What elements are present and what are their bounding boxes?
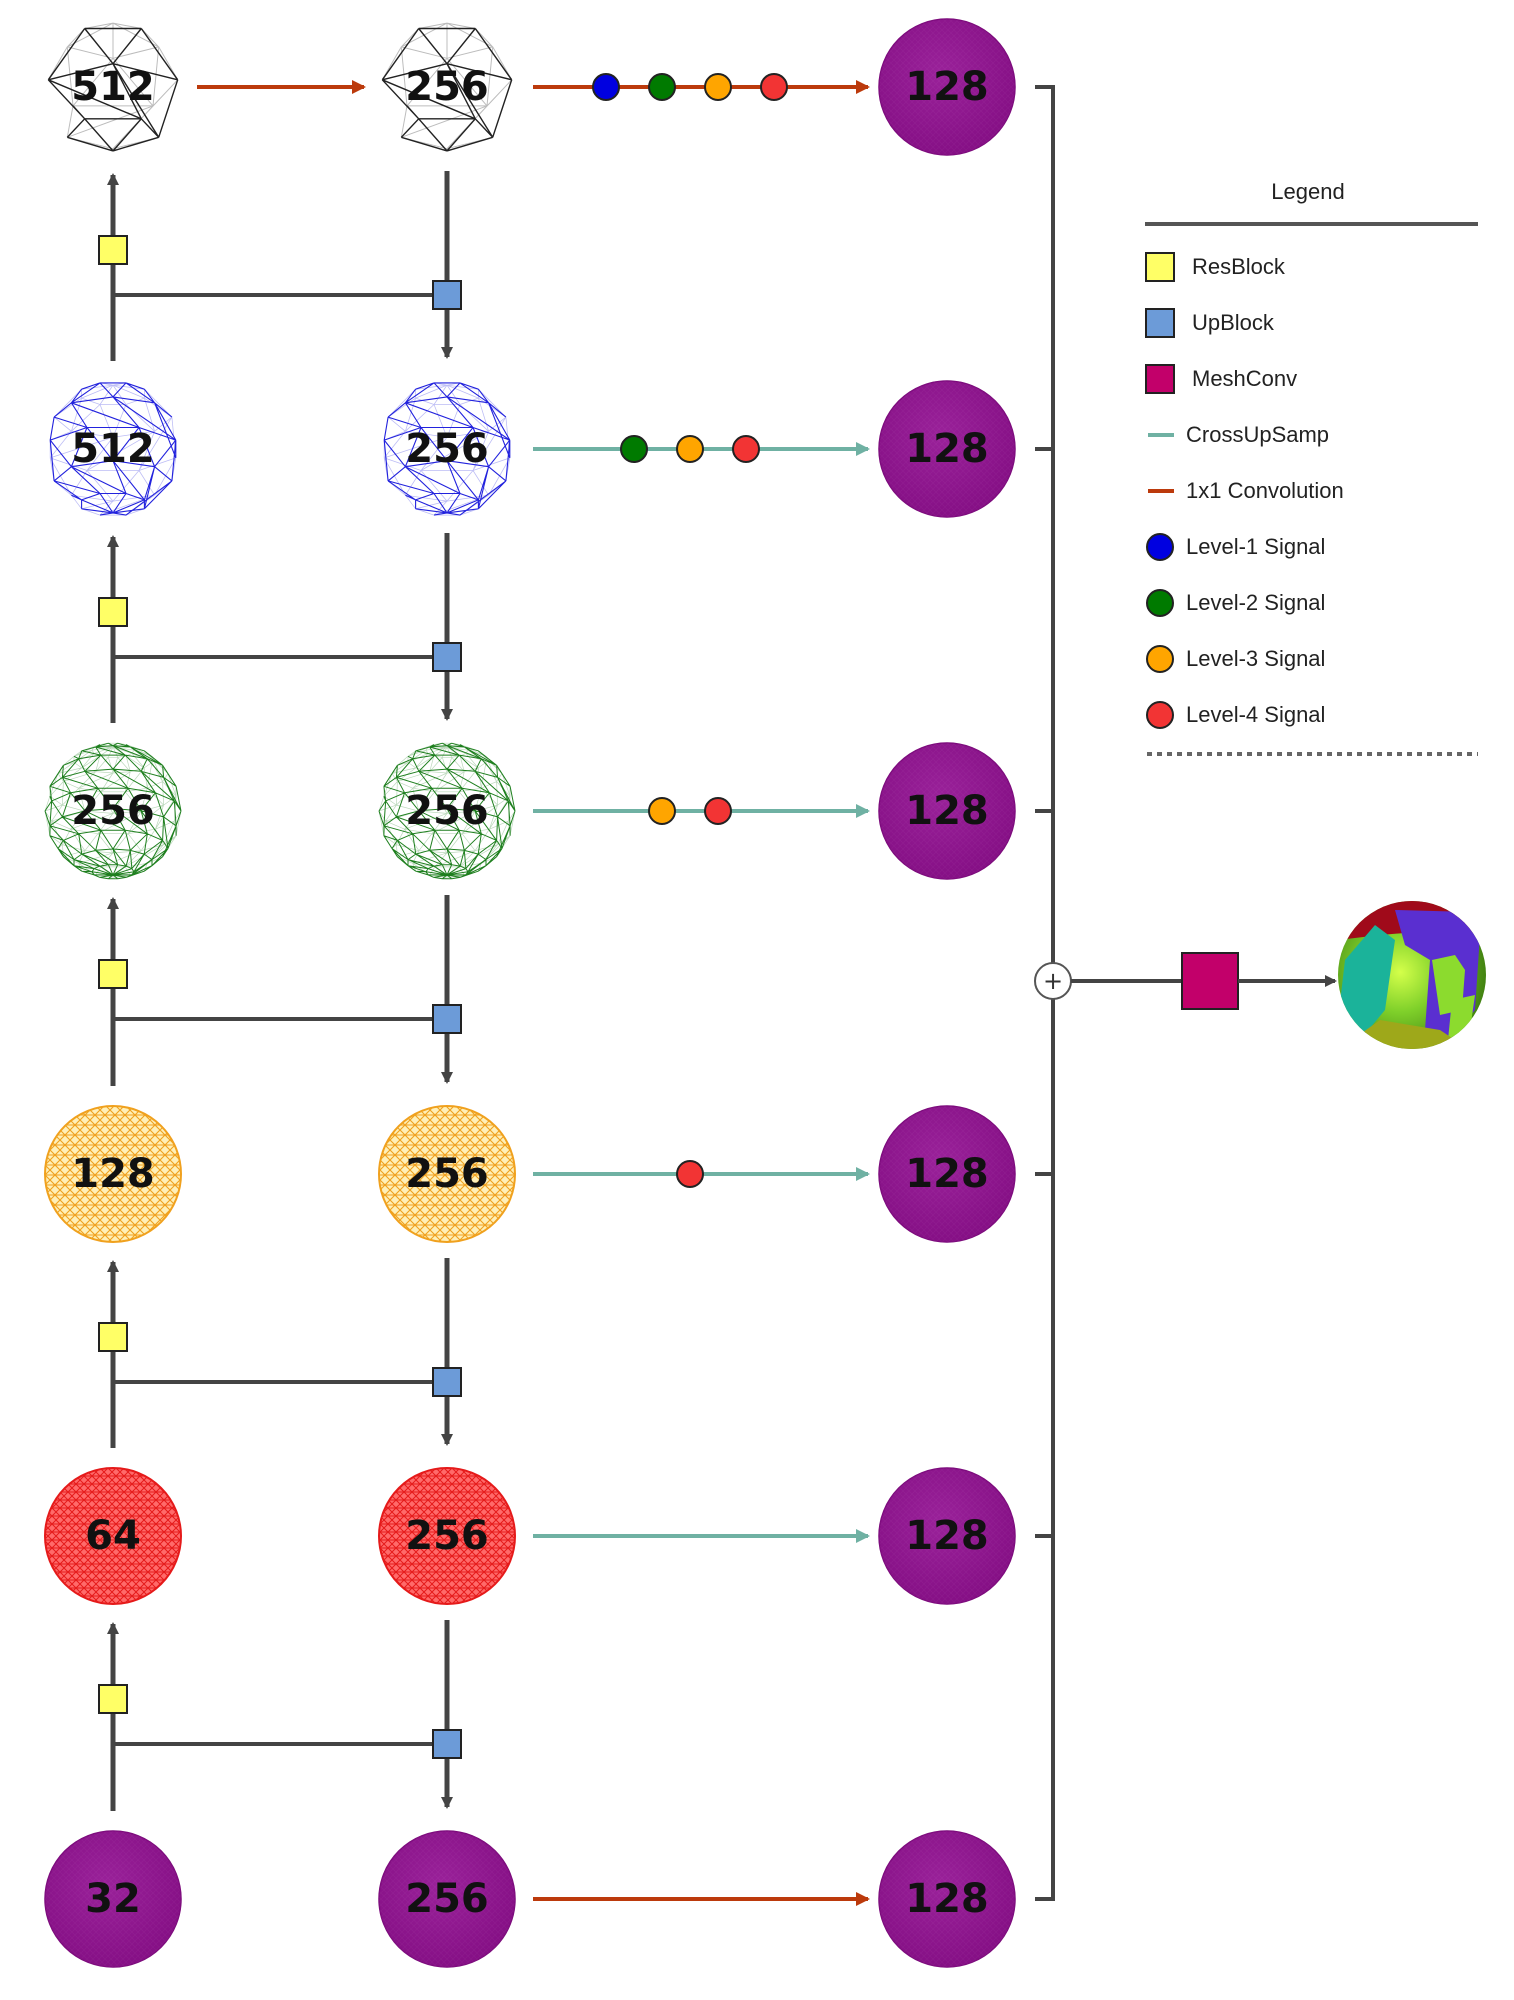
decoder-node-label: 256: [405, 1513, 489, 1559]
level-3-signal: [648, 797, 676, 825]
decoder-node: 256: [378, 1467, 516, 1605]
level-2-swatch: [1146, 589, 1174, 617]
decoder-node: 256: [378, 742, 516, 880]
legend-label: Level-4 Signal: [1186, 702, 1325, 727]
level-4-signal: [760, 73, 788, 101]
output-node-label: 128: [905, 426, 989, 472]
level-4-signal: [704, 797, 732, 825]
legend-item-conv1x1: 1x1 Convolution: [1148, 478, 1344, 503]
legend-label: MeshConv: [1192, 366, 1297, 391]
output-node: 128: [878, 380, 1016, 518]
encoder-node: 256: [44, 742, 182, 880]
legend-item-level-1: Level-1 Signal: [1146, 533, 1325, 561]
legend-label: UpBlock: [1192, 310, 1275, 335]
blocks: [98, 235, 462, 1759]
decoder-node-label: 256: [405, 1876, 489, 1922]
legend-label: Level-3 Signal: [1186, 646, 1325, 671]
legend-label: 1x1 Convolution: [1186, 478, 1344, 503]
legend-label: Level-2 Signal: [1186, 590, 1325, 615]
upblock-swatch: [1145, 308, 1175, 338]
level-2-signal: [648, 73, 676, 101]
level-1-swatch: [1146, 533, 1174, 561]
legend: Legend ResBlockUpBlockMeshConvCrossUpSam…: [1145, 179, 1478, 756]
level-4-swatch: [1146, 701, 1174, 729]
decoder-node: 256: [379, 381, 515, 517]
encoder-node: 64: [44, 1467, 182, 1605]
output-node: 128: [878, 1467, 1016, 1605]
output-node: 128: [878, 1830, 1016, 1968]
legend-item-upblock: UpBlock: [1145, 308, 1275, 338]
level-4-signal: [732, 435, 760, 463]
decoder-node-label: 256: [405, 426, 489, 472]
level-3-signal: [676, 435, 704, 463]
output-node: 128: [878, 1105, 1016, 1243]
output-node-label: 128: [905, 1513, 989, 1559]
encoder-node-label: 128: [71, 1151, 155, 1197]
encoder-node: 128: [44, 1105, 182, 1243]
encoder-node-label: 512: [71, 64, 155, 110]
fusion-output: +: [1034, 901, 1486, 1049]
connectors: [107, 73, 870, 1906]
encoder-node-label: 64: [85, 1513, 141, 1559]
decoder-node: 256: [378, 1830, 516, 1968]
legend-label: ResBlock: [1192, 254, 1286, 279]
nodes: 512 512 256 128 64 32 256 256 256 256 256 256 128 128…: [44, 18, 1016, 1968]
legend-item-level-3: Level-3 Signal: [1146, 645, 1325, 673]
encoder-node: 512: [45, 19, 181, 155]
upblock: [432, 1004, 462, 1034]
legend-label: Level-1 Signal: [1186, 534, 1325, 559]
resblock: [98, 1684, 128, 1714]
output-node: 128: [878, 742, 1016, 880]
upblock: [432, 642, 462, 672]
output-node-label: 128: [905, 1151, 989, 1197]
level-1-signal: [592, 73, 620, 101]
encoder-node-label: 512: [71, 426, 155, 472]
upblock: [432, 1367, 462, 1397]
decoder-node: 256: [379, 19, 515, 155]
legend-item-level-2: Level-2 Signal: [1146, 589, 1325, 617]
level-3-swatch: [1146, 645, 1174, 673]
decoder-node-label: 256: [405, 788, 489, 834]
upblock: [432, 280, 462, 310]
upblock: [432, 1729, 462, 1759]
output-node-label: 128: [905, 788, 989, 834]
sum-symbol: +: [1043, 967, 1063, 995]
legend-item-level-4: Level-4 Signal: [1146, 701, 1325, 729]
legend-label: CrossUpSamp: [1186, 422, 1329, 447]
resblock: [98, 235, 128, 265]
fusion-bus: [1035, 85, 1055, 1901]
decoder-node: 256: [378, 1105, 516, 1243]
level-2-signal: [620, 435, 648, 463]
legend-item-crossupsamp: CrossUpSamp: [1148, 422, 1329, 447]
legend-title: Legend: [1271, 179, 1344, 204]
encoder-node-label: 32: [85, 1876, 141, 1922]
resblock: [98, 597, 128, 627]
output-node-label: 128: [905, 64, 989, 110]
resblock-swatch: [1145, 252, 1175, 282]
decoder-node-label: 256: [405, 1151, 489, 1197]
legend-item-meshconv: MeshConv: [1145, 364, 1297, 394]
resblock: [98, 1322, 128, 1352]
output-node-label: 128: [905, 1876, 989, 1922]
level-3-signal: [704, 73, 732, 101]
meshconv-swatch: [1145, 364, 1175, 394]
resblock: [98, 959, 128, 989]
encoder-node: 512: [45, 381, 181, 517]
legend-item-resblock: ResBlock: [1145, 252, 1286, 282]
encoder-node: 32: [44, 1830, 182, 1968]
segmented-sphere-icon: [1338, 901, 1486, 1049]
encoder-node-label: 256: [71, 788, 155, 834]
level-4-signal: [676, 1160, 704, 1188]
output-node: 128: [878, 18, 1016, 156]
meshconv-block: [1181, 952, 1239, 1010]
decoder-node-label: 256: [405, 64, 489, 110]
